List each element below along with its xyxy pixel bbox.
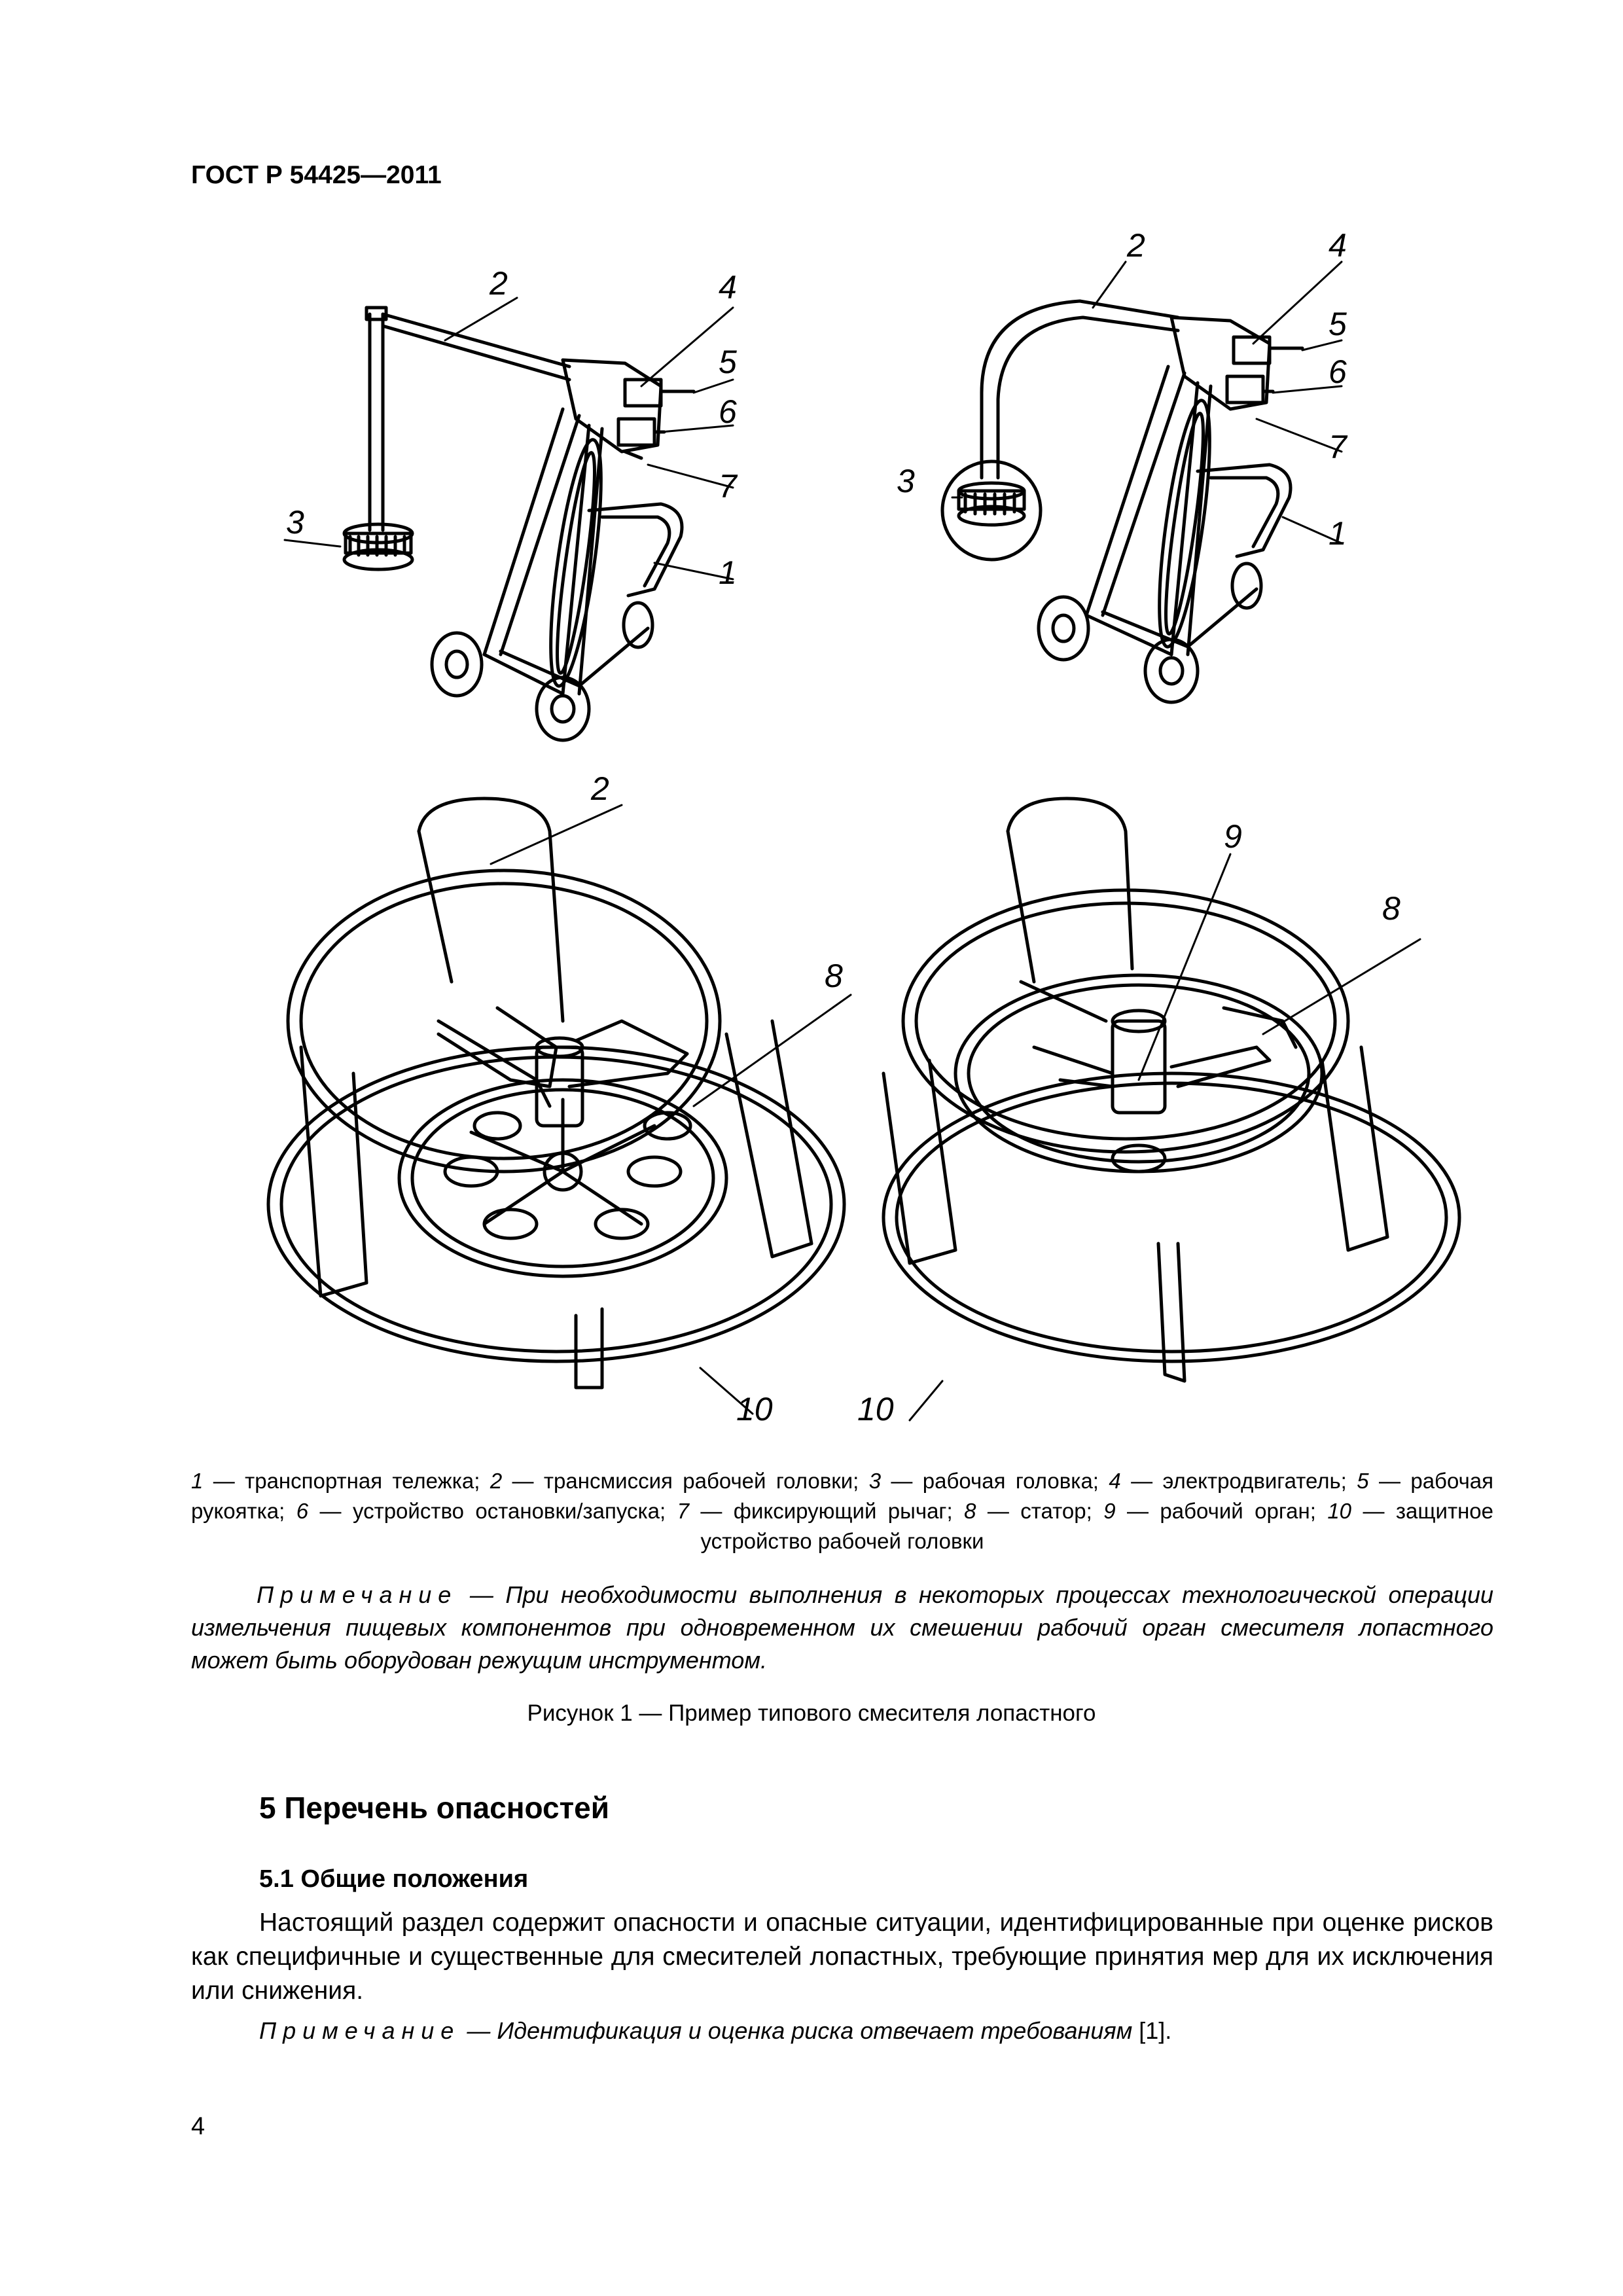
subsection-title: 5.1 Общие положения xyxy=(259,1865,529,1893)
figure-legend: 1 — транспортная тележка; 2 — трансмисси… xyxy=(191,1469,1494,1553)
callout-3: 3 xyxy=(286,504,304,541)
callout-2: 2 xyxy=(489,265,508,302)
callout-8: 8 xyxy=(1382,890,1400,927)
callout-4: 4 xyxy=(1329,227,1347,264)
working-head-stator-view xyxy=(266,797,852,1415)
callout-4: 4 xyxy=(719,269,737,306)
note-text: — При необходимости выполнения в некотор… xyxy=(191,1581,1493,1674)
callout-5: 5 xyxy=(1329,306,1347,342)
note-reference: [1]. xyxy=(1139,2017,1172,2044)
callout-7: 7 xyxy=(1329,429,1348,465)
figure-caption: Рисунок 1 — Пример типового смесителя ло… xyxy=(527,1700,1096,1726)
figure-1-drawing: 2 4 5 6 7 3 1 2 4 5 6 7 3 1 2 8 10 9 8 1… xyxy=(266,227,1461,1427)
callout-1: 1 xyxy=(1329,515,1347,552)
working-head-rotor-view xyxy=(882,797,1461,1422)
page-number: 4 xyxy=(191,2113,205,2140)
callout-3: 3 xyxy=(897,463,915,499)
section-note: Примечание — Идентификация и оценка риск… xyxy=(259,2017,1171,2045)
section-paragraph: Настоящий раздел содержит опасности и оп… xyxy=(191,1909,1493,2005)
callout-10: 10 xyxy=(736,1391,773,1427)
callout-5: 5 xyxy=(719,344,737,380)
section-title: 5 Перечень опасностей xyxy=(259,1791,609,1825)
callout-2: 2 xyxy=(590,770,609,807)
callout-10: 10 xyxy=(857,1391,894,1427)
callout-7: 7 xyxy=(719,468,738,505)
callout-6: 6 xyxy=(1329,353,1347,390)
figure-callouts: 2 4 5 6 7 3 1 2 4 5 6 7 3 1 2 8 10 9 8 1… xyxy=(286,227,1400,1427)
figure-note: Примечание — При необходимости выполнени… xyxy=(191,1579,1493,1677)
callout-2: 2 xyxy=(1126,227,1145,264)
document-header: ГОСТ Р 54425—2011 xyxy=(191,161,442,189)
callout-9: 9 xyxy=(1224,818,1242,855)
callout-1: 1 xyxy=(719,554,737,591)
note-text: — Идентификация и оценка риска отвечает … xyxy=(460,2017,1139,2044)
mixer-straight-arm-view xyxy=(283,296,734,742)
note-label: Примечание xyxy=(259,2017,461,2044)
callout-6: 6 xyxy=(719,393,737,430)
callout-8: 8 xyxy=(825,958,843,994)
mixer-curved-arm-view xyxy=(940,260,1343,704)
note-label: Примечание xyxy=(257,1581,458,1608)
